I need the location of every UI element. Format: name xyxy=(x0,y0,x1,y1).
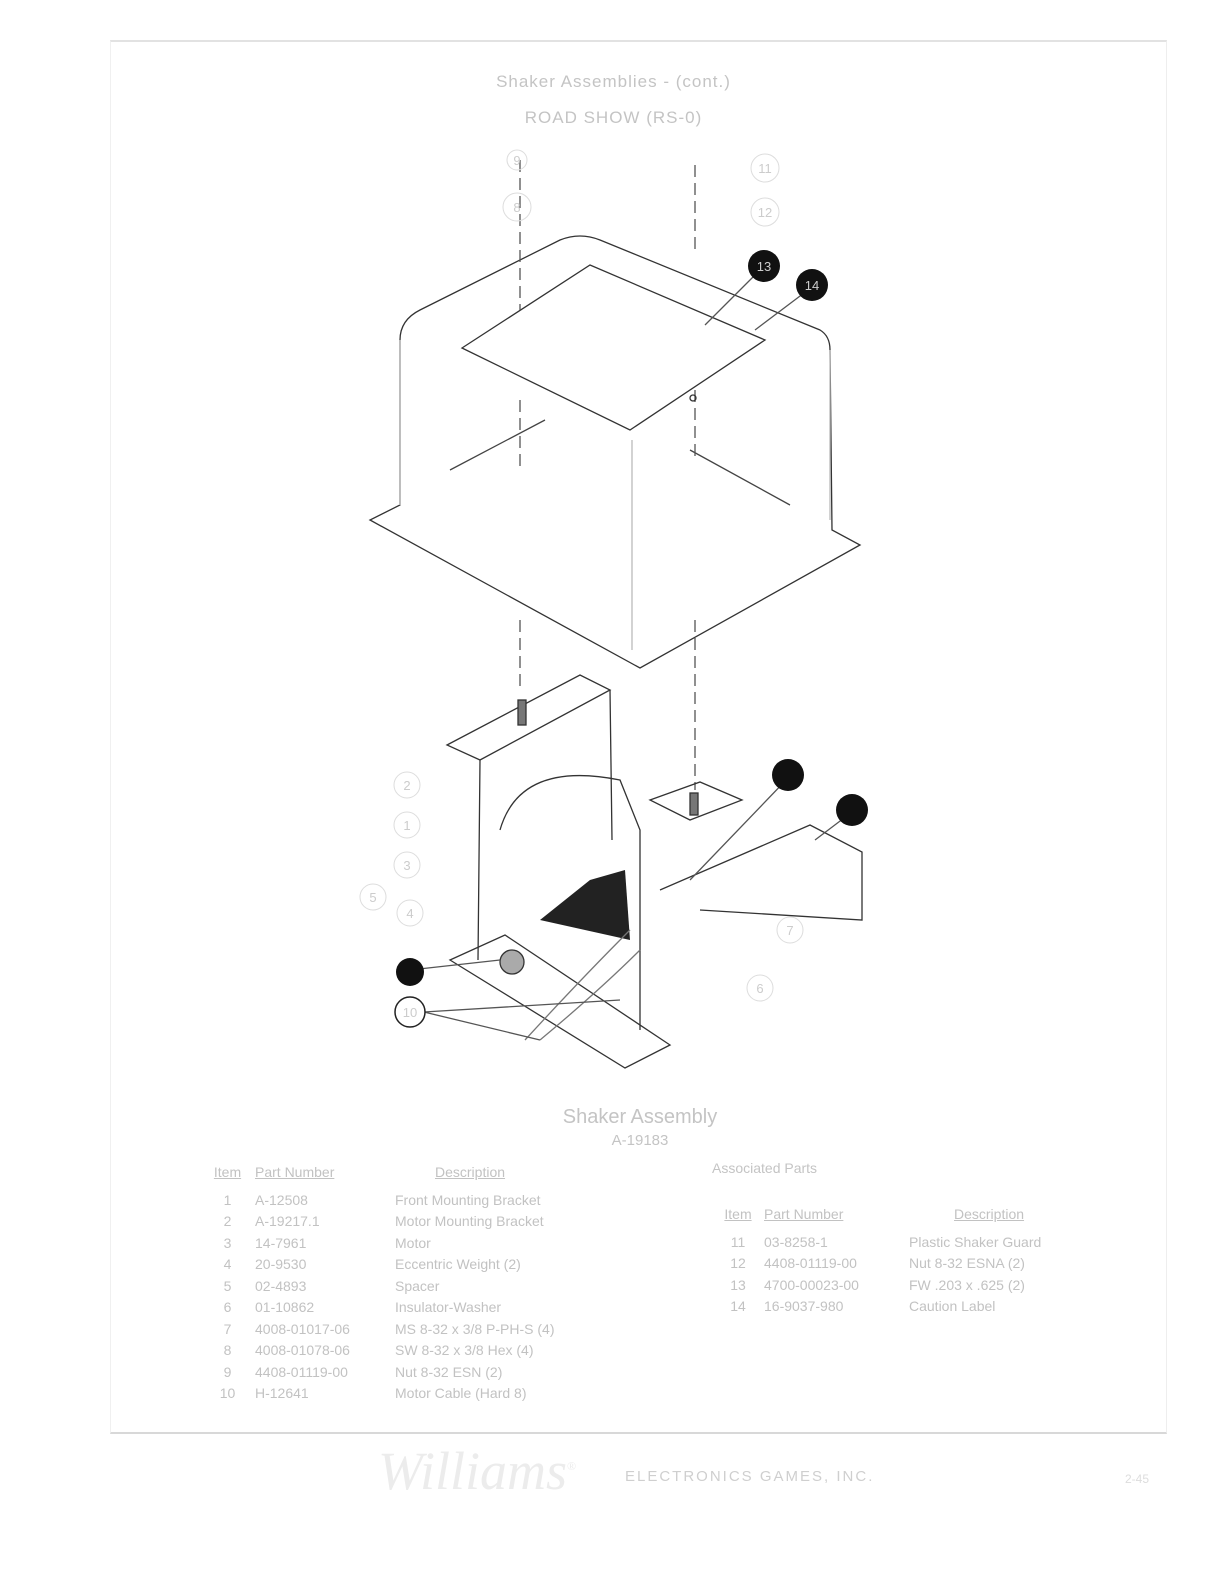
table-row: 14 16-9037-980 Caution Label xyxy=(712,1296,1041,1318)
column-header: Item xyxy=(724,1206,752,1222)
callout-label: 12 xyxy=(758,205,772,220)
assembly-number: A-19183 xyxy=(611,1132,669,1149)
part-description: SW 8-32 x 3/8 Hex (4) xyxy=(395,1342,534,1358)
column-header: Part Number xyxy=(255,1164,335,1180)
callout-label: 6 xyxy=(756,981,763,996)
part-description: Insulator-Washer xyxy=(395,1299,502,1315)
item-number: 5 xyxy=(223,1277,232,1294)
callout-label: 7 xyxy=(786,923,793,938)
table-row: 2 A-19217.1 Motor Mounting Bracket xyxy=(200,1211,555,1233)
item-number: 6 xyxy=(223,1299,232,1315)
item-number: 7 xyxy=(223,1320,232,1337)
item-number: 4 xyxy=(223,1256,232,1272)
page-subtitle: ROAD SHOW (RS-0) xyxy=(524,108,703,127)
part-description: FW .203 x .625 (2) xyxy=(909,1276,1025,1293)
item-number: 11 xyxy=(730,1233,746,1250)
page-number: 2-45 xyxy=(1125,1472,1150,1486)
callout-label: 14 xyxy=(805,278,819,293)
part-number: 01-10862 xyxy=(255,1299,315,1315)
part-number: A-19217.1 xyxy=(255,1213,320,1229)
part-number: 4408-01119-00 xyxy=(764,1255,857,1271)
table-row: 9 4408-01119-00 Nut 8-32 ESN (2) xyxy=(200,1362,555,1384)
table-row: 12 4408-01119-00 Nut 8-32 ESNA (2) xyxy=(712,1253,1041,1275)
part-number: 4700-00023-00 xyxy=(764,1276,859,1293)
part-description: Eccentric Weight (2) xyxy=(395,1256,521,1272)
table-row: 1 A-12508 Front Mounting Bracket xyxy=(200,1190,555,1212)
callout-label: 1 xyxy=(403,818,410,833)
table-row: 13 4700-00023-00 FW .203 x .625 (2) xyxy=(712,1275,1041,1297)
part-description: Front Mounting Bracket xyxy=(395,1191,541,1208)
callout-label: 2 xyxy=(403,778,410,793)
page-frame xyxy=(110,40,1167,1434)
company-name: ELECTRONICS GAMES, INC. xyxy=(625,1468,875,1485)
part-description: Nut 8-32 ESN (2) xyxy=(395,1363,503,1380)
page-title: Shaker Assemblies - (cont.) xyxy=(496,72,731,91)
column-header: Item xyxy=(213,1164,242,1180)
part-description: Motor Cable (Hard 8) xyxy=(395,1385,527,1401)
part-description: Plastic Shaker Guard xyxy=(909,1233,1042,1250)
parts-table: Item Part Number Description 1 A-12508 Fro… xyxy=(200,1162,555,1405)
part-description: MS 8-32 x 3/8 P-PH-S (4) xyxy=(395,1320,555,1337)
assembly-title: Shaker Assembly xyxy=(562,1106,718,1128)
item-number: 10 xyxy=(219,1385,236,1401)
part-description: Motor xyxy=(395,1234,431,1251)
item-number: 2 xyxy=(223,1213,232,1229)
column-header: Description xyxy=(435,1164,506,1180)
item-number: 8 xyxy=(223,1342,232,1358)
item-number: 12 xyxy=(730,1255,746,1271)
part-number: 4008-01078-06 xyxy=(255,1342,350,1358)
part-number: 14-7961 xyxy=(255,1234,307,1251)
table-row: 11 03-8258-1 Plastic Shaker Guard xyxy=(712,1232,1042,1254)
item-number: 9 xyxy=(223,1363,232,1380)
logo-text: Williams xyxy=(378,1441,568,1501)
callout-label: 10 xyxy=(403,1005,417,1020)
associated-parts-table: Item Part Number Description 11 03-8258-1… xyxy=(712,1204,1041,1318)
part-number: 03-8258-1 xyxy=(764,1233,828,1250)
part-number: 4008-01017-06 xyxy=(255,1320,350,1337)
associated-parts-label: Associated Parts xyxy=(712,1160,818,1176)
table-row: 5 02-4893 Spacer xyxy=(200,1276,555,1298)
callout-label: 11 xyxy=(758,161,772,176)
callout-label: 5 xyxy=(369,890,376,905)
shaker-exploded-diagram: 9 8 11 12 13 14 2 1 3 5 4 7 6 10 xyxy=(359,149,868,1069)
column-header: Description xyxy=(954,1206,1025,1222)
callout-label: 9 xyxy=(513,153,520,168)
table-row: 8 4008-01078-06 SW 8-32 x 3/8 Hex (4) xyxy=(200,1340,555,1362)
part-description: Motor Mounting Bracket xyxy=(395,1213,544,1229)
callout-label: 3 xyxy=(403,858,410,873)
part-number: 4408-01119-00 xyxy=(255,1363,348,1380)
part-number: A-12508 xyxy=(255,1191,308,1208)
item-number: 3 xyxy=(223,1234,232,1251)
callout-label: 4 xyxy=(406,906,413,921)
table-row: 3 14-7961 Motor xyxy=(200,1233,555,1255)
part-description: Caution Label xyxy=(909,1298,996,1314)
callout-label: 8 xyxy=(513,200,520,215)
table-row: 4 20-9530 Eccentric Weight (2) xyxy=(200,1254,555,1276)
part-number: H-12641 xyxy=(255,1385,309,1401)
item-number: 13 xyxy=(730,1276,746,1293)
callout-label: 13 xyxy=(757,259,771,274)
table-row: 6 01-10862 Insulator-Washer xyxy=(200,1297,555,1319)
part-description: Nut 8-32 ESNA (2) xyxy=(909,1255,1025,1271)
part-number: 02-4893 xyxy=(255,1277,307,1294)
part-number: 16-9037-980 xyxy=(764,1298,844,1314)
item-number: 14 xyxy=(730,1298,746,1314)
table-row: 7 4008-01017-06 MS 8-32 x 3/8 P-PH-S (4) xyxy=(200,1319,555,1341)
williams-logo: Williams® xyxy=(378,1441,577,1501)
item-number: 1 xyxy=(223,1191,232,1208)
column-header: Part Number xyxy=(764,1206,844,1222)
table-row: 10 H-12641 Motor Cable (Hard 8) xyxy=(200,1383,555,1405)
part-number: 20-9530 xyxy=(255,1256,307,1272)
part-description: Spacer xyxy=(395,1277,440,1294)
